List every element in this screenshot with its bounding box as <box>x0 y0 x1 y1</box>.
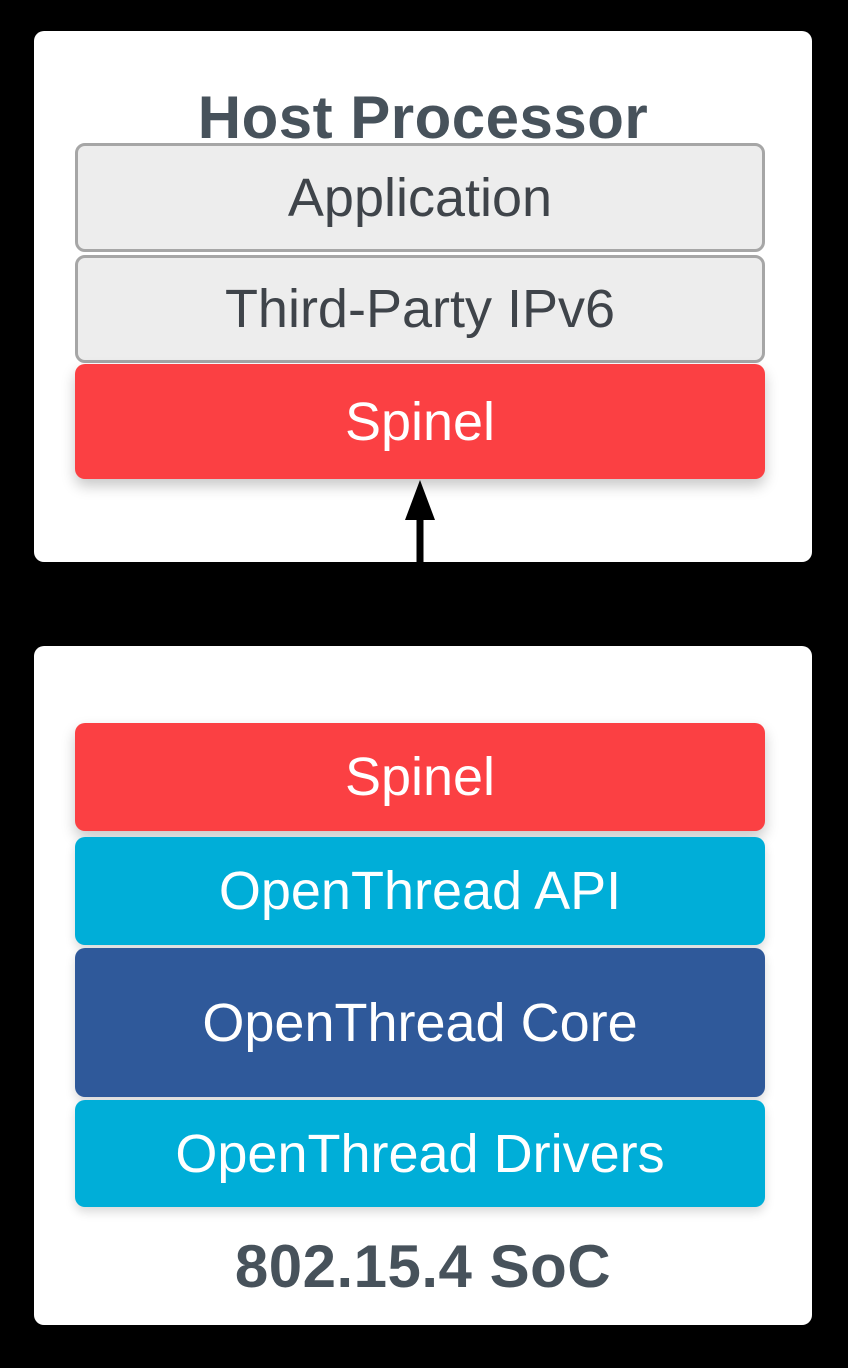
spinel-block-host: Spinel <box>75 364 765 479</box>
application-block-label: Application <box>287 167 553 228</box>
openthread-drivers-block: OpenThread Drivers <box>75 1100 765 1207</box>
spinel-block-soc-label: Spinel <box>344 747 496 807</box>
third-party-ipv6-block-label: Third-Party IPv6 <box>224 279 616 339</box>
spinel-block-host-label: Spinel <box>344 391 496 452</box>
openthread-api-block: OpenThread API <box>75 837 765 945</box>
third-party-ipv6-block: Third-Party IPv6 <box>75 255 765 363</box>
openthread-drivers-block-label: OpenThread Drivers <box>175 1123 665 1184</box>
spinel-block-soc: Spinel <box>75 723 765 831</box>
openthread-core-block-label: OpenThread Core <box>202 992 638 1053</box>
soc-caption: 802.15.4 SoC <box>234 1232 612 1300</box>
openthread-core-block: OpenThread Core <box>75 948 765 1097</box>
host-card-title: Host Processor <box>197 84 649 151</box>
openthread-api-block-label: OpenThread API <box>218 861 622 921</box>
application-block: Application <box>75 143 765 252</box>
host-processor-card: Host Processor Application Third-Party I… <box>34 31 812 562</box>
soc-card: Spinel OpenThread API OpenThread Core Op… <box>34 646 812 1325</box>
